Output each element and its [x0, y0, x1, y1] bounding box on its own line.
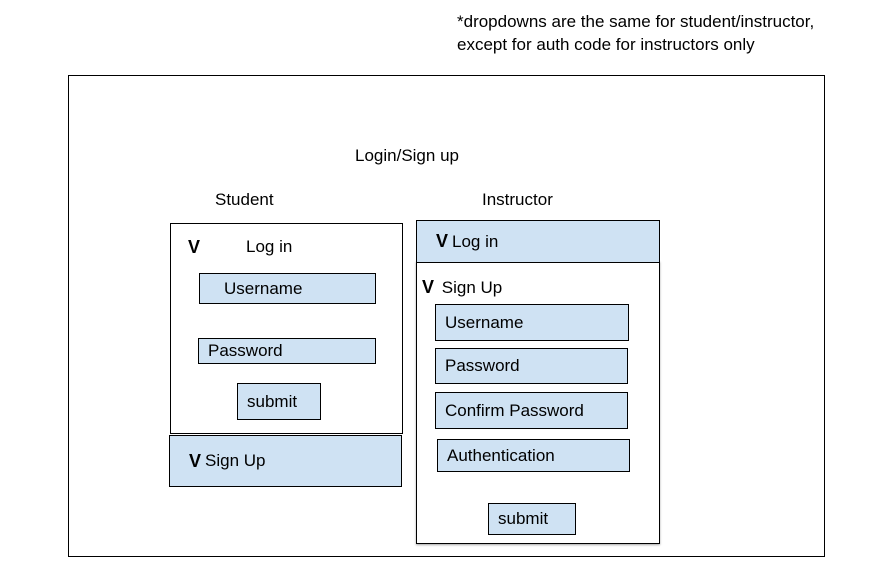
instructor-signup-label: Sign Up	[441, 278, 503, 297]
student-username-input[interactable]: Username	[199, 273, 376, 304]
instructor-username-input[interactable]: Username	[435, 304, 629, 341]
note-line-1: *dropdowns are the same for student/inst…	[457, 12, 815, 31]
instructor-username-label: Username	[445, 312, 524, 332]
instructor-authentication-label: Authentication	[447, 445, 555, 465]
instructor-login-chevron-icon: V	[436, 231, 449, 251]
instructor-confirm-password-label: Confirm Password	[445, 400, 584, 420]
student-login-toggle[interactable]: Log in	[246, 237, 293, 256]
student-login-chevron-icon[interactable]: V	[188, 237, 201, 257]
student-password-label: Password	[208, 341, 283, 360]
student-username-label: Username	[224, 278, 303, 298]
instructor-signup-toggle[interactable]: V Sign Up	[422, 277, 502, 298]
note-line-2: except for auth code for instructors onl…	[457, 35, 755, 54]
student-submit-button[interactable]: submit	[237, 383, 321, 420]
student-signup-chevron-icon: V	[189, 450, 202, 471]
instructor-login-label: Log in	[452, 231, 499, 251]
instructor-signup-chevron-icon: V	[422, 277, 435, 297]
student-password-input[interactable]: Password	[198, 338, 376, 364]
student-signup-toggle[interactable]: V Sign Up	[169, 435, 402, 487]
instructor-heading: Instructor	[482, 190, 553, 209]
page-title: Login/Sign up	[355, 146, 459, 165]
student-heading: Student	[215, 190, 274, 209]
student-signup-label: Sign Up	[205, 451, 266, 470]
instructor-password-input[interactable]: Password	[435, 348, 628, 384]
instructor-password-label: Password	[445, 356, 520, 375]
instructor-submit-label: submit	[498, 509, 549, 528]
instructor-confirm-password-input[interactable]: Confirm Password	[435, 392, 628, 429]
instructor-submit-button[interactable]: submit	[488, 503, 576, 535]
student-submit-label: submit	[247, 391, 298, 411]
instructor-authentication-input[interactable]: Authentication	[437, 439, 630, 472]
instructor-login-toggle[interactable]: V Log in	[416, 220, 660, 263]
